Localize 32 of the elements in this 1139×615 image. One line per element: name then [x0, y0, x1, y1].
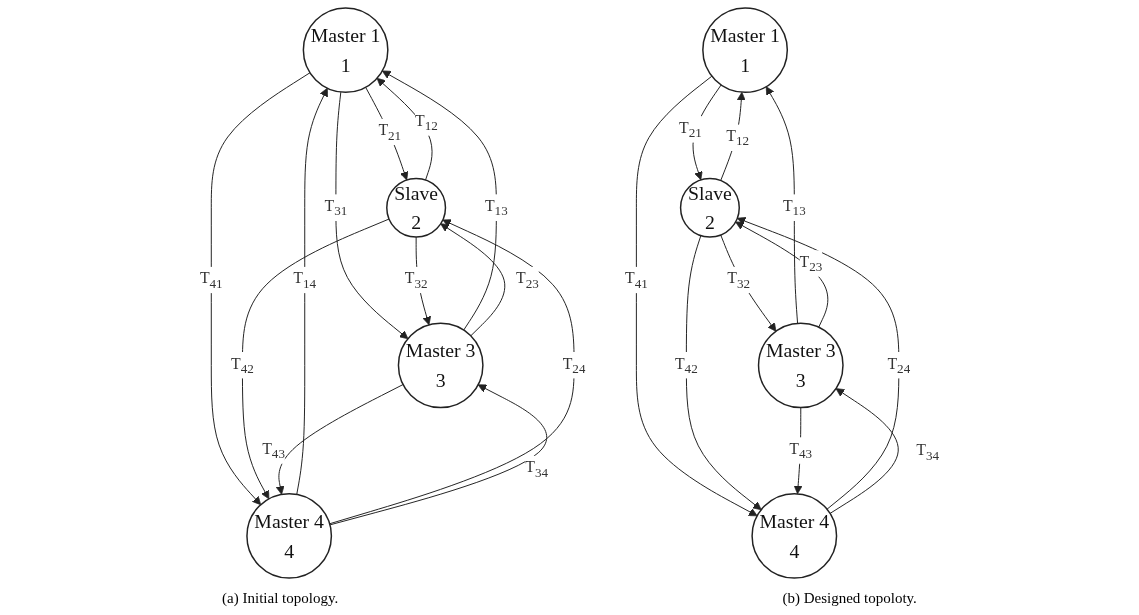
edge-label: T$_{12}$: [726, 127, 750, 149]
figure-caption: (b) Designed topoloty.: [782, 590, 917, 607]
edge-label: T$_{13}$: [484, 197, 508, 219]
edge-label: T$_{13}$: [782, 197, 806, 219]
edge-label: T$_{42}$: [674, 354, 698, 376]
figure-caption: (a) Initial topology.: [222, 590, 339, 607]
edge-label: T$_{41}$: [624, 269, 648, 291]
node-circle: Master 1 1: [302, 7, 389, 94]
edge-label: T$_{23}$: [516, 269, 539, 291]
edge-label: T$_{24}$: [887, 354, 911, 376]
node-circle: Master 1 1: [702, 7, 789, 94]
edge-label: T$_{23}$: [799, 253, 823, 275]
edge-label: T$_{34}$: [525, 458, 549, 480]
edge-label: T$_{43}$: [262, 440, 285, 462]
edge-label: T$_{32}$: [727, 269, 751, 291]
edge-label: T$_{12}$: [414, 112, 438, 134]
edge-label: T$_{41}$: [199, 269, 223, 291]
edge-label: T$_{31}$: [324, 197, 348, 219]
edge-label: T$_{21}$: [378, 121, 402, 143]
edge-label: T$_{32}$: [404, 269, 428, 291]
node-circle: Master 3 3: [757, 322, 844, 409]
edge-label: T$_{14}$: [293, 269, 317, 291]
node-circle: Slave 2: [679, 177, 740, 238]
edge-label: T$_{24}$: [562, 354, 586, 376]
node-circle: Master 3 3: [397, 322, 484, 409]
node-circle: Master 4 4: [751, 492, 838, 579]
edge-label: T$_{34}$: [916, 441, 940, 463]
edge-label: T$_{43}$: [789, 440, 813, 462]
node-circle: Slave 2: [386, 177, 447, 238]
node-circle: Master 4 4: [246, 492, 333, 579]
edge-label: T$_{21}$: [679, 118, 702, 140]
edge-label: T$_{42}$: [231, 354, 254, 376]
